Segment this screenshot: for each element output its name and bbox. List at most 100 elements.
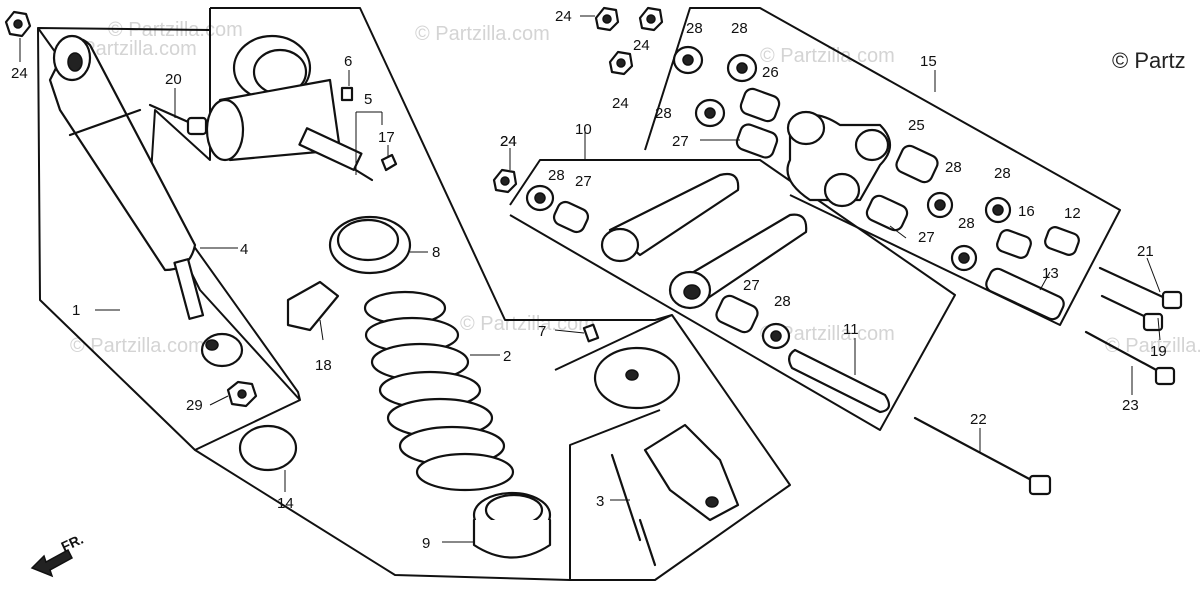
collar-27-c <box>735 123 779 159</box>
rod-3 <box>610 453 657 567</box>
watermark: © Partzilla.com <box>415 23 550 45</box>
leader-lines <box>19 15 1161 543</box>
callout: 28 <box>774 293 791 310</box>
bolt-20 <box>148 103 208 136</box>
bolt-21 <box>1098 266 1183 310</box>
bolt-23 <box>1084 330 1176 386</box>
callout: 13 <box>1042 265 1059 282</box>
arm-15 <box>786 110 892 208</box>
collar-16 <box>996 229 1032 259</box>
collar-27-d <box>865 194 909 232</box>
collar-27-b <box>715 294 759 334</box>
nut-24-c <box>608 50 634 76</box>
collar-27-a <box>552 200 590 234</box>
collar-26 <box>739 87 781 123</box>
callout: 24 <box>500 133 517 150</box>
watermark-group: © Partzilla.com © Partzilla.com © Partzi… <box>62 19 1200 357</box>
callout: 23 <box>1122 397 1139 414</box>
seal-28-e <box>694 98 726 128</box>
callout: 18 <box>315 357 332 374</box>
shock-rod <box>173 258 205 320</box>
shock-eye-hole <box>67 52 83 72</box>
callout: 11 <box>843 321 859 338</box>
watermark: © Partzilla.com <box>760 45 895 67</box>
bolt-19 <box>1100 294 1164 332</box>
spring-2 <box>363 290 515 492</box>
callout: 25 <box>908 117 925 134</box>
callout: 14 <box>277 495 294 512</box>
callout: 27 <box>918 229 935 246</box>
watermark: © Partzilla.com <box>760 323 895 345</box>
callout: 28 <box>994 165 1011 182</box>
washer <box>593 346 681 410</box>
seal-28-f <box>926 191 954 219</box>
callout: 24 <box>633 37 650 54</box>
group-outlines <box>37 7 1121 581</box>
callout: 28 <box>686 20 703 37</box>
stopper-18 <box>286 280 340 332</box>
callout: 27 <box>575 173 592 190</box>
callout: 20 <box>165 71 182 88</box>
callout: 27 <box>672 133 689 150</box>
callout: 27 <box>743 277 760 294</box>
callout: 21 <box>1137 243 1154 260</box>
callout: 10 <box>575 121 592 138</box>
callout: 28 <box>731 20 748 37</box>
screw-7 <box>582 323 600 343</box>
callout: 16 <box>1018 203 1035 220</box>
callout: 19 <box>1150 343 1167 360</box>
callout: 6 <box>344 53 352 70</box>
callout: 26 <box>762 64 779 81</box>
shock-seam <box>68 108 142 137</box>
callout: 8 <box>432 244 440 261</box>
callout: 24 <box>500 133 517 150</box>
seal-28-g <box>984 196 1012 224</box>
spring-seat-8 <box>328 215 412 275</box>
pin-11 <box>788 348 891 414</box>
callout: 5 <box>364 91 372 108</box>
callout: 15 <box>920 53 937 70</box>
callout: 24 <box>612 95 629 112</box>
callout: 4 <box>240 241 248 258</box>
pipe-13 <box>985 267 1065 321</box>
watermark: © Partzilla.com <box>1105 335 1200 357</box>
callout: 28 <box>655 105 672 122</box>
front-arrow: FR. <box>30 531 86 578</box>
seal-28-b <box>761 322 791 350</box>
seal-28-h <box>950 244 978 272</box>
collar-25 <box>895 144 939 184</box>
callout: 22 <box>970 411 987 428</box>
bump-stop <box>200 332 244 368</box>
callout: 7 <box>538 323 546 340</box>
pin-6 <box>340 86 354 102</box>
outline-bracket <box>554 314 791 581</box>
shock-absorber <box>48 34 205 320</box>
clip-17 <box>380 153 398 172</box>
callout: 28 <box>945 159 962 176</box>
seal-28-c <box>672 45 704 75</box>
callout: 9 <box>422 535 430 552</box>
outline-center-top <box>210 7 673 321</box>
bracket <box>643 423 740 522</box>
nut-24-b <box>638 6 664 32</box>
copyright-text: © Partz <box>1112 48 1186 73</box>
circlip-14 <box>238 424 298 472</box>
watermark: © Partzilla.com <box>70 335 205 357</box>
nut-24-d <box>492 168 518 194</box>
callout-labels: 24 20 1 4 29 14 6 5 17 8 18 2 7 9 3 24 2… <box>11 8 1167 552</box>
outline-left-lower <box>37 27 301 451</box>
watermark: © Partzilla.com <box>460 313 595 335</box>
callout: 2 <box>503 348 511 365</box>
spring-seat-9 <box>472 491 552 559</box>
callout: 24 <box>555 8 572 25</box>
callout: 3 <box>596 493 604 510</box>
callout: 17 <box>378 129 395 146</box>
nut-24-a <box>594 6 620 32</box>
callout: 28 <box>958 215 975 232</box>
seal-28-d <box>726 53 758 83</box>
collar-12 <box>1044 226 1080 256</box>
callout: 29 <box>186 397 203 414</box>
seal-28-a <box>525 184 555 212</box>
link-10 <box>600 172 808 310</box>
